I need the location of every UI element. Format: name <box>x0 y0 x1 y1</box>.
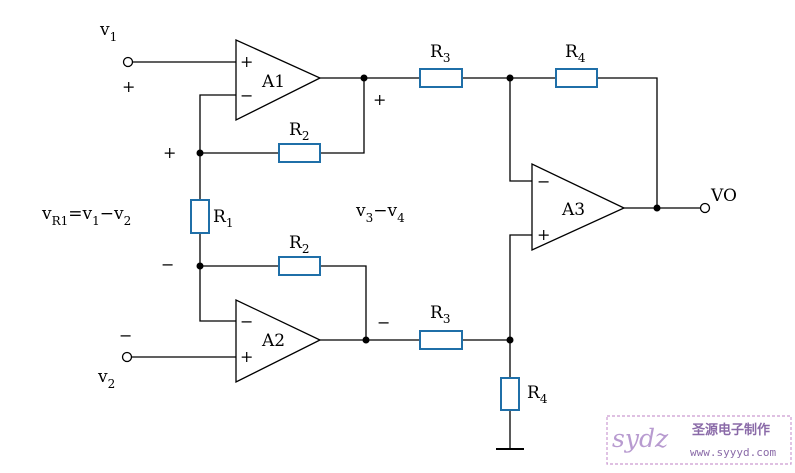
v1-polarity-plus: + <box>122 77 135 96</box>
label-v2: v2 <box>97 367 115 391</box>
a1-minus-sign: − <box>240 86 253 105</box>
a1-output-plus: + <box>373 90 386 109</box>
resistor-r3-bottom <box>419 330 463 350</box>
wire-r1-to-a2-minus <box>199 233 236 322</box>
wire-a3-minus <box>509 78 532 182</box>
resistor-r3-top <box>419 68 463 88</box>
opamp-a1 <box>235 38 322 122</box>
r1-top-plus: + <box>163 143 176 162</box>
junction-a2-output <box>362 336 370 344</box>
resistor-r2-top <box>278 143 321 163</box>
wire-r4-to-output <box>597 77 658 208</box>
a1-label: A1 <box>261 72 285 92</box>
junction-r1-bottom <box>196 262 204 270</box>
label-r2-bottom: R2 <box>289 233 309 256</box>
wire-a1-minus <box>199 94 236 200</box>
terminal-v1 <box>122 56 134 68</box>
v2-polarity-minus: − <box>119 326 132 345</box>
terminal-v2 <box>121 351 133 363</box>
label-r1: R1 <box>213 207 233 230</box>
wire-r2-bottom-right <box>320 265 367 340</box>
a3-minus-sign: − <box>537 172 550 191</box>
watermark-border <box>606 415 792 465</box>
label-r3-bottom: R3 <box>430 303 450 326</box>
label-r4-top: R4 <box>565 42 586 65</box>
label-v3-minus-v4: v3−v4 <box>355 201 405 225</box>
watermark-url: www.syyyd.com <box>690 446 776 459</box>
a2-plus-sign: + <box>240 347 253 366</box>
r1-bottom-minus: − <box>161 255 174 274</box>
junction-a1-output <box>360 74 368 82</box>
resistor-r4-bottom <box>500 377 520 411</box>
a2-label: A2 <box>261 331 285 351</box>
terminal-vo <box>699 202 711 214</box>
a2-output-minus: − <box>377 313 390 332</box>
watermark: sydz 圣源电子制作 www.syyyd.com <box>606 415 792 465</box>
label-r3-top: R3 <box>430 42 450 65</box>
junction-output <box>653 204 661 212</box>
watermark-logo: sydz <box>612 424 669 453</box>
resistor-r2-bottom <box>278 256 321 276</box>
label-vo: VO <box>710 186 737 206</box>
equation-vr1: vR1=v1−v2 <box>41 204 131 228</box>
junction-r3-r4-top <box>506 74 514 82</box>
label-v1: v1 <box>99 20 117 44</box>
a2-minus-sign: − <box>240 312 253 331</box>
label-r2-top: R2 <box>289 120 309 143</box>
a1-plus-sign: + <box>240 52 253 71</box>
wires <box>131 61 701 450</box>
resistor-r1 <box>190 199 210 234</box>
junction-r3-r4-bottom <box>506 336 514 344</box>
wire-a3-plus <box>509 234 532 378</box>
opamp-a2 <box>235 298 322 384</box>
label-r4-bottom: R4 <box>527 383 548 406</box>
junction-r1-top <box>196 149 204 157</box>
a3-plus-sign: + <box>537 225 550 244</box>
opamp-a3 <box>531 162 626 252</box>
a3-label: A3 <box>561 200 585 220</box>
resistor-r4-top <box>555 68 598 88</box>
wire-a1-feedback <box>320 78 365 154</box>
watermark-chinese-text: 圣源电子制作 <box>692 422 770 438</box>
